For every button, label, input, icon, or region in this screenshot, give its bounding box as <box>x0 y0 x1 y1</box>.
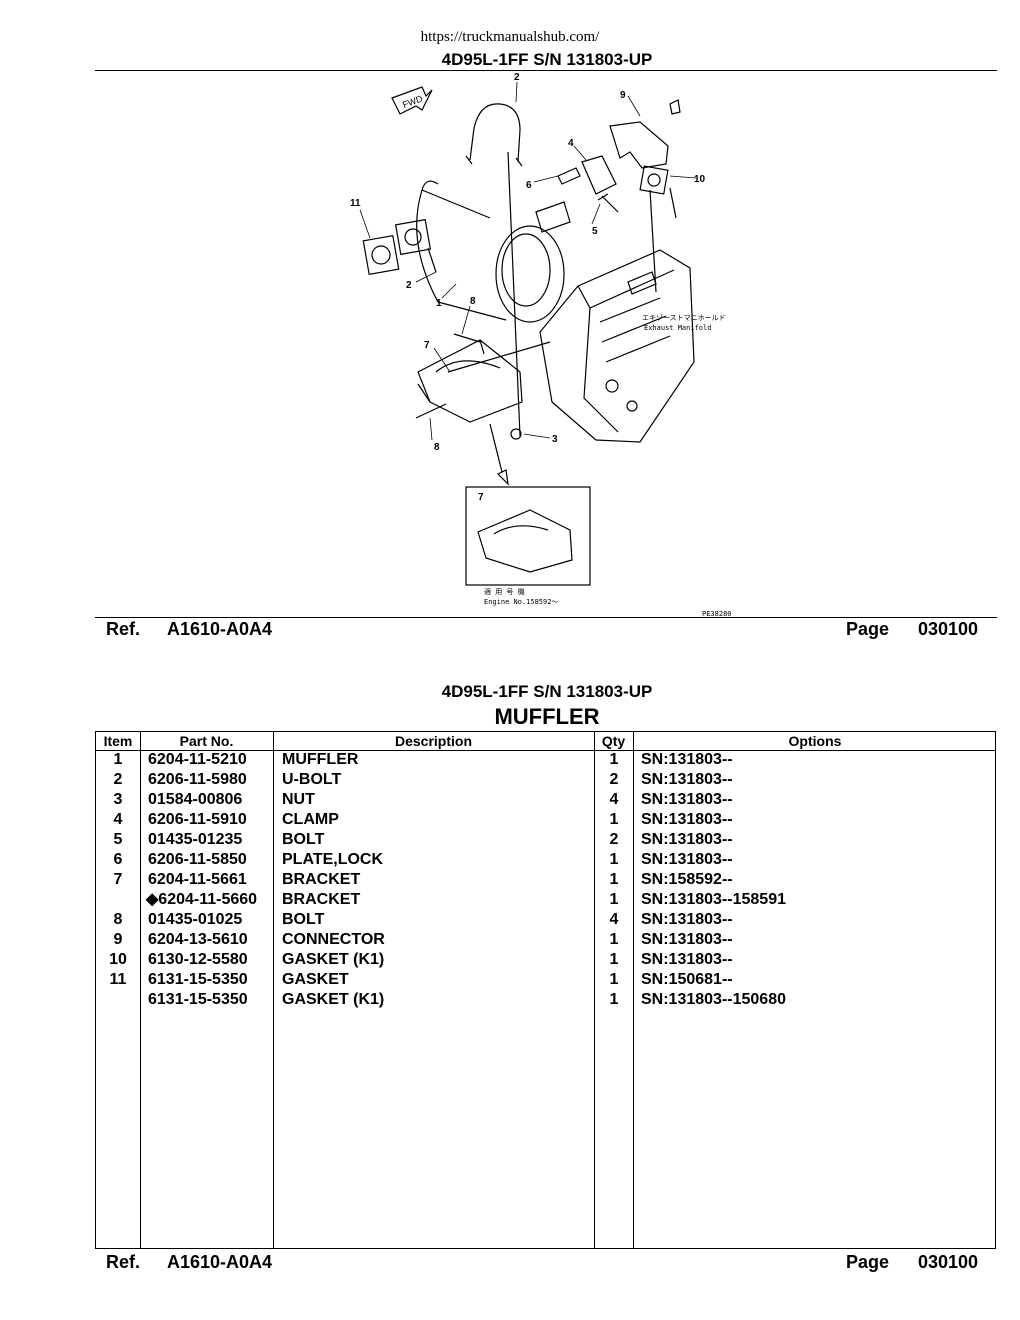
u-bolt-part <box>469 103 521 163</box>
page-label: Page <box>846 619 890 639</box>
header-description: Description <box>394 733 472 749</box>
parts-diagram: FWD <box>350 72 732 618</box>
callout-label: 10 <box>694 174 706 185</box>
callout-label: 2 <box>514 72 520 83</box>
callout-label: 11 <box>350 198 361 209</box>
ref-value-bottom: A1610-A0A4 <box>167 1252 273 1272</box>
inset-bracket-part <box>477 509 573 573</box>
callout-label: 6 <box>526 180 532 191</box>
callout-label: 4 <box>568 138 574 149</box>
drawing-code: PE38280 <box>702 610 732 618</box>
inset-jp-label: 適 用 号 機 <box>484 587 525 596</box>
nut-part <box>510 428 522 440</box>
footer-rule <box>95 617 997 618</box>
source-url: https://truckmanualshub.com/ <box>420 29 600 45</box>
inset-frame <box>465 486 591 586</box>
callout-label: 7 <box>424 340 430 351</box>
gasket-10-part <box>639 165 669 195</box>
callout-label: 2 <box>406 280 412 291</box>
callout-label: 7 <box>478 492 484 503</box>
header-item: Item <box>103 733 133 749</box>
header-options: Options <box>788 733 842 749</box>
page-label-bottom: Page <box>846 1252 890 1272</box>
connector-part <box>609 121 669 169</box>
header-qty: Qty <box>601 733 626 749</box>
ref-label: Ref. <box>106 619 141 639</box>
gasket-11-part <box>362 234 400 276</box>
callout-label: 8 <box>470 296 476 307</box>
page-value-bottom: 030100 <box>918 1252 979 1272</box>
exhaust-manifold-label: Exhaust Manifold <box>644 324 711 332</box>
muffler-part <box>416 180 571 323</box>
callout-label: 1 <box>436 298 442 309</box>
callout-label: 5 <box>592 226 598 237</box>
bracket-part <box>417 339 523 423</box>
inset-engine-label: Engine No.158592〜 <box>484 598 558 606</box>
callout-label: 9 <box>620 90 626 101</box>
callout-label: 3 <box>552 434 558 445</box>
header-part-no: Part No. <box>179 733 234 749</box>
lock-plate-part <box>557 167 581 185</box>
header-rule <box>95 70 997 71</box>
clamp-part <box>581 155 617 195</box>
fwd-arrow-icon: FWD <box>391 86 433 115</box>
section-model-title: 4D95L-1FF S/N 131803-UP <box>441 682 653 701</box>
section-name: MUFFLER <box>494 704 600 729</box>
page-title: 4D95L-1FF S/N 131803-UP <box>441 50 653 69</box>
ref-value: A1610-A0A4 <box>167 619 273 639</box>
jp-manifold-label: エキゾーストマニホールド <box>642 314 726 322</box>
ref-label-bottom: Ref. <box>106 1252 141 1272</box>
callout-label: 8 <box>434 442 440 453</box>
page-value: 030100 <box>918 619 979 639</box>
engine-block-part <box>539 249 695 443</box>
